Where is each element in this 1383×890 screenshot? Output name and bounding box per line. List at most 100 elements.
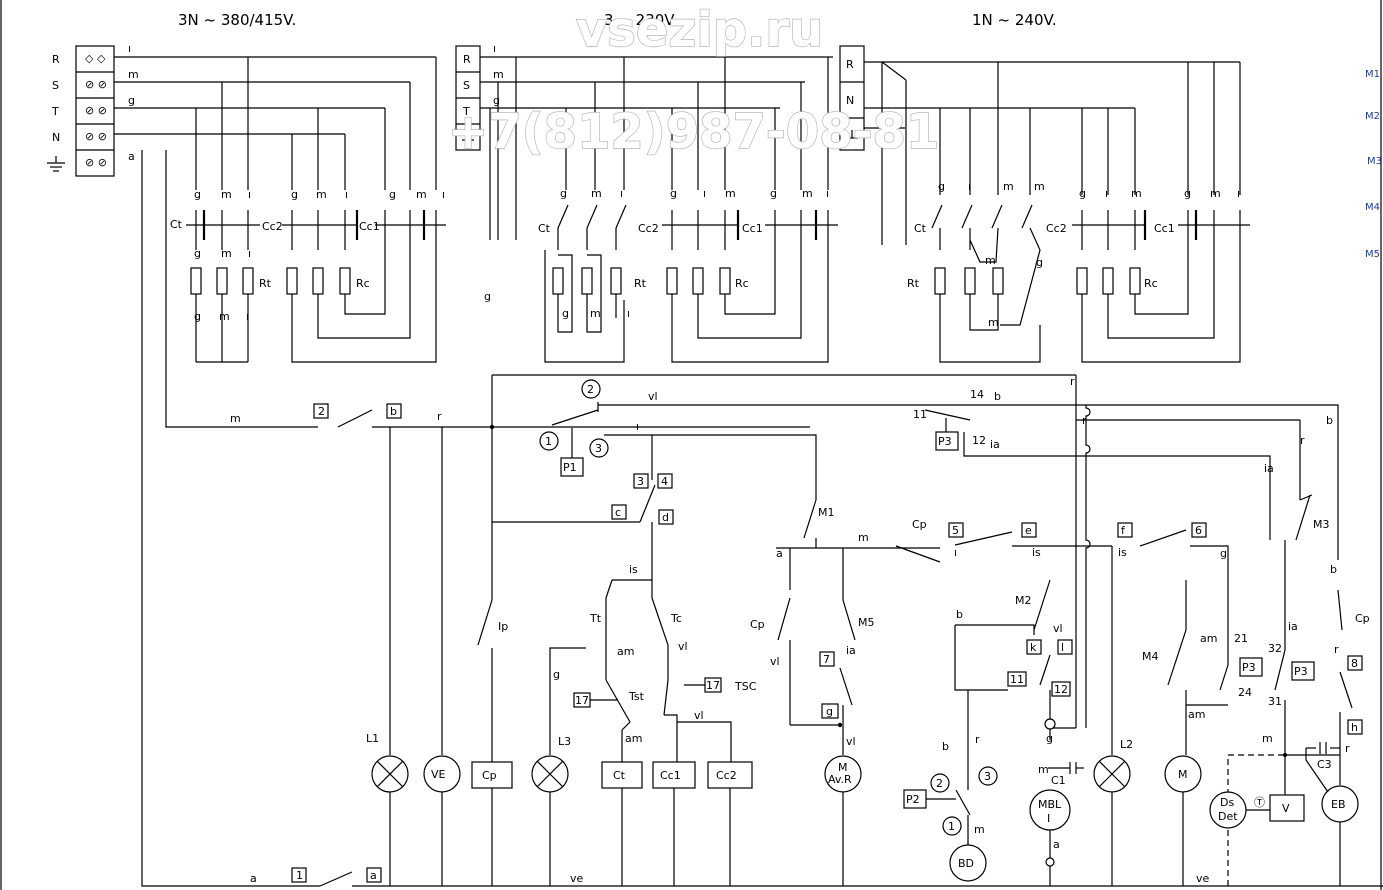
contactor-group-right: [931, 204, 1250, 363]
svg-text:ı: ı: [248, 188, 251, 201]
lamp-l1: [371, 755, 409, 793]
svg-text:g: g: [194, 310, 201, 323]
svg-text:8: 8: [1351, 657, 1358, 670]
svg-text:g: g: [562, 307, 569, 320]
terminal-block-1n: [839, 45, 865, 151]
svg-text:P3: P3: [1294, 665, 1308, 678]
svg-text:vl: vl: [770, 655, 780, 668]
svg-text:17: 17: [575, 694, 589, 707]
terminal-r: R: [52, 53, 60, 66]
label-ct-left: Ct: [170, 218, 183, 231]
svg-text:⊘ ⊘: ⊘ ⊘: [85, 104, 107, 117]
svg-text:M4: M4: [1142, 650, 1159, 663]
lamp-l3: [531, 755, 569, 793]
contactor-group-mid: [544, 204, 838, 363]
svg-text:m: m: [416, 188, 427, 201]
box-cc1: [652, 761, 696, 789]
svg-text:vl: vl: [1053, 622, 1063, 635]
svg-text:vl: vl: [694, 709, 704, 722]
svg-text:ı: ı: [826, 187, 829, 200]
svg-text:am: am: [617, 645, 634, 658]
svg-text:m: m: [591, 187, 602, 200]
svg-text:m: m: [493, 68, 504, 81]
svg-text:12: 12: [1054, 683, 1068, 696]
svg-text:l: l: [1061, 641, 1064, 654]
svg-text:Cc2: Cc2: [716, 769, 737, 782]
svg-text:b: b: [956, 608, 963, 621]
terminal-a: [366, 867, 382, 883]
svg-text:3: 3: [637, 475, 644, 488]
label-cc1-mid: Cc1: [742, 222, 763, 235]
box-p3-mid: [1239, 657, 1263, 677]
lamp-l2: [1093, 755, 1131, 793]
terminal-b: [386, 403, 402, 419]
terminal-6: [1191, 522, 1207, 538]
svg-text:4: 4: [661, 475, 668, 488]
svg-text:g: g: [670, 187, 677, 200]
svg-text:g: g: [194, 247, 201, 260]
terminal-12: [1051, 681, 1071, 697]
label-cc1-left: Cc1: [359, 220, 380, 233]
supply-header-1n: 1N ~ 240V.: [972, 11, 1057, 29]
svg-text:Tc: Tc: [670, 612, 682, 625]
svg-text:g: g: [389, 188, 396, 201]
svg-text:a: a: [370, 869, 377, 882]
svg-text:ı: ı: [345, 188, 348, 201]
svg-text:12: 12: [972, 434, 986, 447]
svg-text:m: m: [725, 187, 736, 200]
terminal-d: [658, 509, 674, 525]
circle-2-top: [581, 379, 601, 399]
circle-2-bottom: [930, 773, 950, 793]
svg-text:r: r: [1345, 742, 1350, 755]
svg-text:◇ ◇: ◇ ◇: [85, 52, 106, 65]
svg-text:ı: ı: [627, 307, 630, 320]
ground-icon: [47, 156, 65, 172]
terminal-8: [1347, 655, 1363, 671]
svg-text:ı: ı: [493, 42, 496, 55]
svg-text:Cp: Cp: [750, 618, 765, 631]
circle-3-bottom: [978, 766, 998, 786]
svg-text:m: m: [1131, 187, 1142, 200]
svg-text:2: 2: [587, 383, 594, 396]
svg-text:ve: ve: [1196, 872, 1210, 885]
svg-text:ve: ve: [570, 872, 584, 885]
svg-text:Tt: Tt: [589, 612, 602, 625]
svg-text:ı: ı: [248, 247, 251, 260]
motor-bd: [949, 844, 987, 882]
terminal-5: [948, 522, 964, 538]
marker-m1: M1: [1365, 69, 1380, 80]
svg-text:d: d: [662, 511, 669, 524]
svg-text:m: m: [590, 307, 601, 320]
svg-text:a: a: [250, 872, 257, 885]
svg-text:ia: ia: [846, 644, 856, 657]
terminal-2: [313, 403, 329, 419]
svg-text:g: g: [194, 188, 201, 201]
terminal-1: [291, 867, 307, 883]
svg-text:ı: ı: [246, 310, 249, 323]
terminal-s: S: [52, 79, 59, 92]
label-cc2-left: Cc2: [262, 220, 283, 233]
terminal-block-3n: ◇ ◇ ⊘ ⊘ ⊘ ⊘ ⊘ ⊘ ⊘ ⊘: [75, 45, 115, 177]
label-ct-mid: Ct: [538, 222, 551, 235]
svg-text:am: am: [1200, 632, 1217, 645]
svg-text:ı: ı: [1105, 187, 1108, 200]
svg-text:ı: ı: [954, 546, 957, 559]
svg-text:g: g: [493, 94, 500, 107]
svg-text:vl: vl: [678, 640, 688, 653]
svg-text:3: 3: [595, 442, 602, 455]
label-rc-left: Rc: [356, 277, 370, 290]
box-p3-right: [1291, 661, 1315, 681]
svg-text:g: g: [1184, 187, 1191, 200]
svg-text:m: m: [1210, 187, 1221, 200]
svg-text:Cc1: Cc1: [660, 769, 681, 782]
svg-text:b: b: [1330, 563, 1337, 576]
svg-text:a: a: [128, 150, 135, 163]
svg-text:2: 2: [318, 405, 325, 418]
svg-text:c: c: [615, 506, 621, 519]
label-cc2-right: Cc2: [1046, 222, 1067, 235]
svg-text:m: m: [230, 412, 241, 425]
terminal-4: [657, 473, 673, 489]
svg-text:b: b: [1326, 414, 1333, 427]
svg-text:EB: EB: [1331, 798, 1346, 811]
marker-m3: M3: [1367, 156, 1382, 167]
